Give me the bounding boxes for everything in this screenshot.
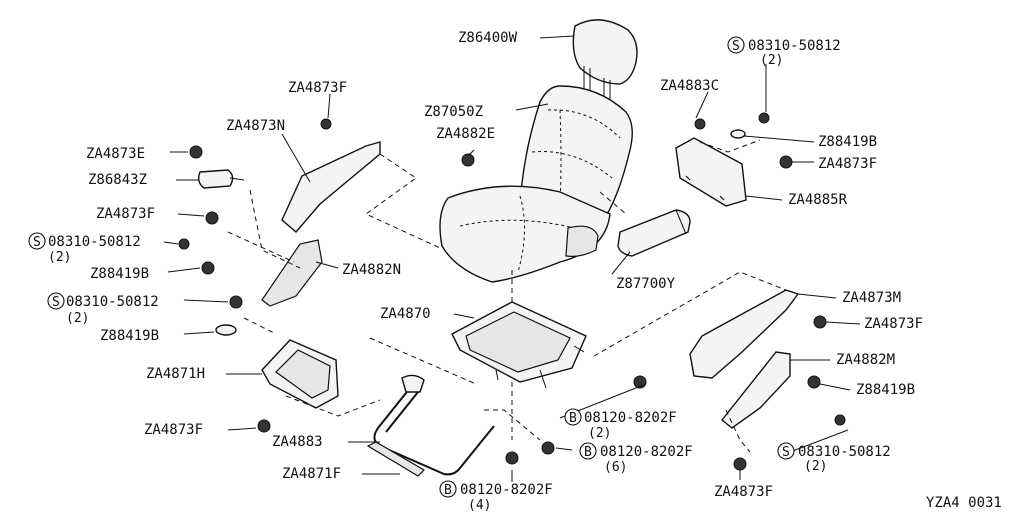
callout-label: ZA4882M: [836, 352, 895, 368]
slide-bracket-left: [261, 339, 339, 409]
callout-label: Z87700Y: [616, 276, 676, 292]
b-symbol-icon: [439, 480, 457, 498]
callout-label: ZA4882E: [436, 126, 495, 142]
callout-label: ZA4873M: [842, 290, 901, 306]
callout-label: ZA4882N: [342, 262, 401, 278]
callout-label: ZA4871F: [282, 466, 341, 482]
seat-cushion: [439, 185, 611, 283]
callout-qty: (2): [66, 311, 89, 326]
callout-symbol: B: [444, 483, 452, 498]
armrest: [617, 209, 691, 257]
seat-frame: [451, 301, 587, 389]
callout-symbol: S: [732, 39, 740, 54]
seat-back: [519, 85, 633, 223]
callout-qty: (2): [48, 250, 71, 265]
callout-label: ZA4873F: [144, 422, 203, 438]
callout-label: ZA4873E: [86, 146, 145, 162]
callout-label: ZA4873N: [226, 118, 285, 134]
callout-qty: (6): [604, 460, 627, 475]
callout-qty: (4): [468, 498, 491, 512]
callout-label: ZA4873F: [818, 156, 877, 172]
left-side-cover: [261, 141, 381, 307]
callout-label: Z88419B: [90, 266, 149, 282]
callout-labels: Z86400W Z87050Z ZA4882E ZA4873F ZA4873N …: [28, 30, 1002, 512]
b-symbol-icon: [579, 442, 597, 460]
callout-label: 08120-8202F: [460, 482, 553, 498]
callout-qty: (2): [760, 53, 783, 68]
callout-qty: (2): [588, 426, 611, 441]
s-symbol-icon: [727, 36, 745, 54]
callout-label: 08310-50812: [748, 38, 841, 54]
callout-label: 08120-8202F: [600, 444, 693, 460]
callout-label: Z88419B: [856, 382, 915, 398]
callout-label: ZA4871H: [146, 366, 205, 382]
headrest: [572, 19, 638, 106]
callout-label: Z87050Z: [424, 104, 483, 120]
s-symbol-icon: [47, 292, 65, 310]
callout-label: 08310-50812: [48, 234, 141, 250]
callout-label: Z86400W: [458, 30, 518, 46]
callout-label: Z88419B: [100, 328, 159, 344]
callout-symbol: S: [52, 295, 60, 310]
figure-code: YZA4 0031: [926, 495, 1002, 511]
hardware: [178, 112, 846, 471]
leader-lines: [163, 35, 861, 482]
s-symbol-icon: [28, 232, 46, 250]
callout-label: Z88419B: [818, 134, 877, 150]
recliner-lever: [197, 169, 245, 189]
right-side-cover: [689, 289, 800, 379]
callout-label: 08310-50812: [798, 444, 891, 460]
right-inner-cover: [721, 351, 791, 429]
callout-symbol: S: [782, 445, 790, 460]
callout-label: ZA4870: [380, 306, 431, 322]
callout-label: ZA4873F: [288, 80, 347, 96]
slide-rail: [366, 441, 425, 477]
callout-symbol: B: [584, 445, 592, 460]
callout-symbol: B: [569, 411, 577, 426]
assembly-lines: [227, 139, 787, 453]
callout-label: ZA4873F: [96, 206, 155, 222]
callout-label: 08310-50812: [66, 294, 159, 310]
b-symbol-icon: [564, 408, 582, 426]
callout-label: ZA4883C: [660, 78, 719, 94]
callout-label: ZA4885R: [788, 192, 848, 208]
callout-label: Z86843Z: [88, 172, 147, 188]
s-symbol-icon: [777, 442, 795, 460]
slide-lever: [373, 374, 495, 476]
callout-label: 08120-8202F: [584, 410, 677, 426]
callout-symbol: S: [33, 235, 41, 250]
callout-label: ZA4883: [272, 434, 323, 450]
callout-qty: (2): [804, 459, 827, 474]
callout-label: ZA4873F: [864, 316, 923, 332]
back-panel: [675, 137, 747, 207]
callout-label: ZA4873F: [714, 484, 773, 500]
